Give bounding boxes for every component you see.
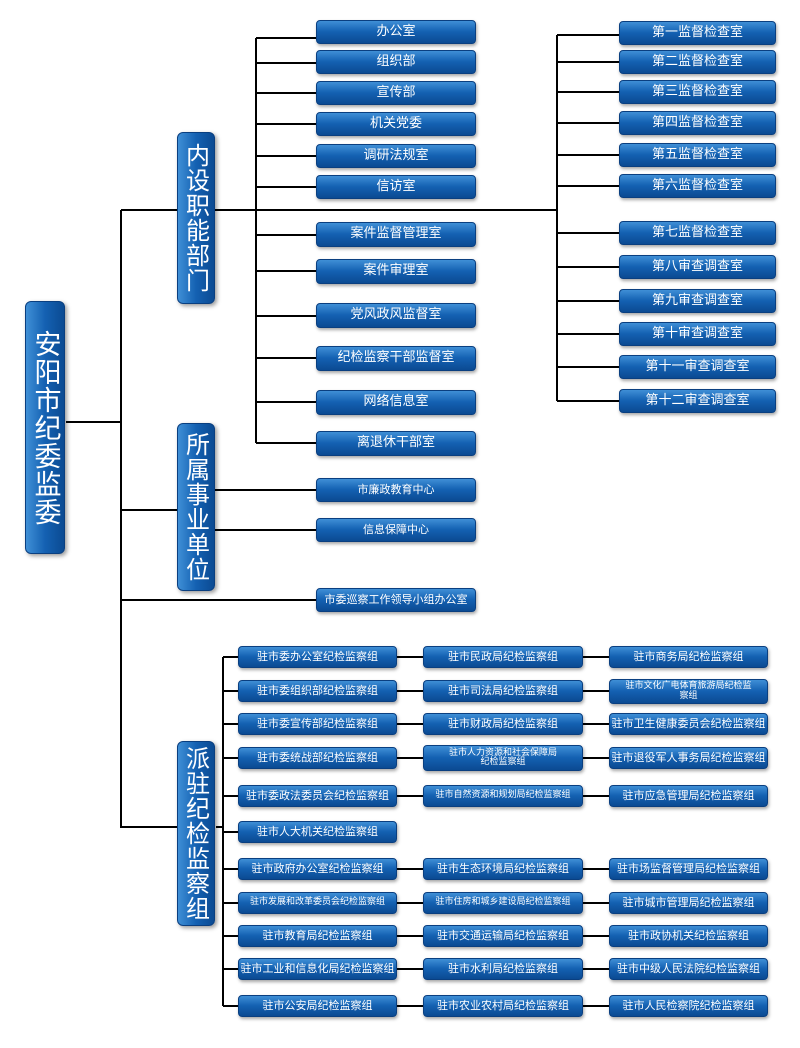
stationed-group-box: 驻市人民检察院纪检监察组 bbox=[609, 995, 768, 1017]
unit-box: 第十二审查调查室 bbox=[619, 389, 776, 413]
unit-box: 纪检监察干部监督室 bbox=[316, 346, 476, 371]
stationed-group-box: 驻市委政法委员会纪检监察组 bbox=[238, 785, 397, 807]
unit-box: 第一监督检查室 bbox=[619, 21, 776, 45]
internal-departments-node: 内设职能部门 bbox=[177, 132, 215, 304]
unit-box: 宣传部 bbox=[316, 81, 476, 105]
unit-box: 第六监督检查室 bbox=[619, 174, 776, 198]
stationed-group-box: 驻市工业和信息化局纪检监察组 bbox=[238, 958, 397, 980]
stationed-group-box: 驻市发展和改革委员会纪检监察组 bbox=[238, 892, 397, 914]
stationed-group-box: 驻市中级人民法院纪检监察组 bbox=[609, 958, 768, 980]
affiliated-units-node: 所属事业单位 bbox=[177, 423, 215, 591]
stationed-group-box: 驻市卫生健康委员会纪检监察组 bbox=[609, 713, 768, 735]
stationed-group-box: 驻市生态环境局纪检监察组 bbox=[423, 858, 583, 880]
unit-box: 党风政风监督室 bbox=[316, 303, 476, 328]
unit-box: 第十审查调查室 bbox=[619, 322, 776, 346]
unit-box: 第四监督检查室 bbox=[619, 111, 776, 135]
unit-box: 案件审理室 bbox=[316, 259, 476, 284]
stationed-group-box: 驻市委宣传部纪检监察组 bbox=[238, 713, 397, 735]
unit-box: 第十一审查调查室 bbox=[619, 355, 776, 379]
stationed-group-box: 驻市政协机关纪检监察组 bbox=[609, 925, 768, 947]
unit-box: 信访室 bbox=[316, 175, 476, 199]
stationed-group-box: 驻市文化广电体育旅游局纪检监察组 bbox=[609, 679, 768, 704]
unit-box: 案件监督管理室 bbox=[316, 222, 476, 247]
unit-box: 第三监督检查室 bbox=[619, 80, 776, 104]
stationed-group-box: 驻市公安局纪检监察组 bbox=[238, 995, 397, 1017]
unit-box: 离退休干部室 bbox=[316, 431, 476, 456]
unit-box: 第二监督检查室 bbox=[619, 50, 776, 74]
unit-box: 网络信息室 bbox=[316, 390, 476, 415]
stationed-group-box: 驻市民政局纪检监察组 bbox=[423, 646, 583, 668]
stationed-groups-node: 派驻纪检监察组 bbox=[177, 741, 215, 926]
stationed-group-box: 驻市人力资源和社会保障局纪检监察组 bbox=[423, 745, 583, 771]
stationed-group-box: 驻市财政局纪检监察组 bbox=[423, 713, 583, 735]
affiliated-unit-box: 市廉政教育中心 bbox=[316, 478, 476, 502]
stationed-group-box: 驻市应急管理局纪检监察组 bbox=[609, 785, 768, 807]
unit-box: 第五监督检查室 bbox=[619, 143, 776, 167]
stationed-group-box: 驻市交通运输局纪检监察组 bbox=[423, 925, 583, 947]
stationed-group-box: 驻市委办公室纪检监察组 bbox=[238, 646, 397, 668]
stationed-group-box: 驻市水利局纪检监察组 bbox=[423, 958, 583, 980]
unit-box: 办公室 bbox=[316, 20, 476, 44]
stationed-group-box: 驻市住房和城乡建设局纪检监察组 bbox=[423, 892, 583, 914]
unit-box: 调研法规室 bbox=[316, 144, 476, 168]
unit-box: 机关党委 bbox=[316, 112, 476, 136]
unit-box: 第八审查调查室 bbox=[619, 255, 776, 279]
unit-box: 组织部 bbox=[316, 50, 476, 74]
unit-box: 第七监督检查室 bbox=[619, 221, 776, 245]
stationed-group-box: 驻市自然资源和规划局纪检监察组 bbox=[423, 785, 583, 807]
stationed-group-box: 驻市政府办公室纪检监察组 bbox=[238, 858, 397, 880]
stationed-group-box: 驻市商务局纪检监察组 bbox=[609, 646, 768, 668]
inspection-office-box: 市委巡察工作领导小组办公室 bbox=[316, 588, 476, 612]
stationed-group-box: 驻市委组织部纪检监察组 bbox=[238, 680, 397, 702]
stationed-group-box: 驻市人大机关纪检监察组 bbox=[238, 821, 397, 843]
affiliated-unit-box: 信息保障中心 bbox=[316, 518, 476, 542]
stationed-group-box: 驻市教育局纪检监察组 bbox=[238, 925, 397, 947]
stationed-group-box: 驻市委统战部纪检监察组 bbox=[238, 747, 397, 769]
stationed-group-box: 驻市退役军人事务局纪检监察组 bbox=[609, 747, 768, 769]
stationed-group-box: 驻市场监督管理局纪检监察组 bbox=[609, 858, 768, 880]
unit-box: 第九审查调查室 bbox=[619, 289, 776, 313]
stationed-group-box: 驻市城市管理局纪检监察组 bbox=[609, 892, 768, 914]
root-node: 安阳市纪委监委 bbox=[25, 301, 65, 554]
stationed-group-box: 驻市农业农村局纪检监察组 bbox=[423, 995, 583, 1017]
stationed-group-box: 驻市司法局纪检监察组 bbox=[423, 680, 583, 702]
